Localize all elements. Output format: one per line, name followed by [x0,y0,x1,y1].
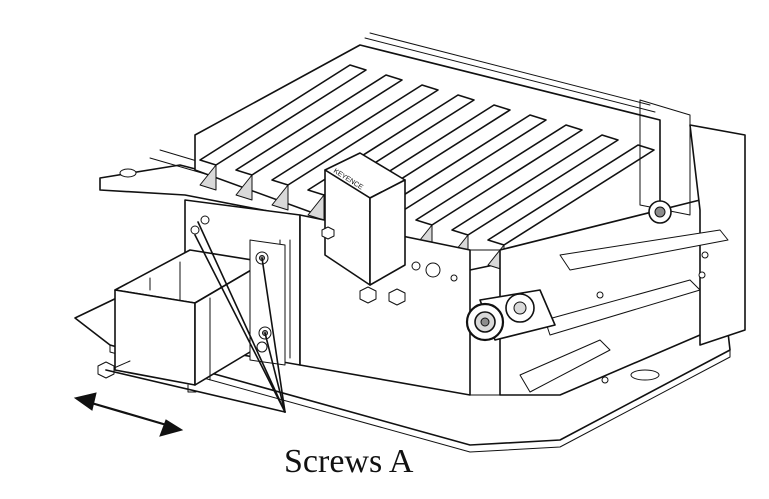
slot-divider [271,84,439,186]
hex-nuts [321,226,406,306]
slot-dividers [199,64,655,271]
slot-divider [235,74,403,176]
slot-divider [487,144,655,246]
slot-divider-face [235,174,253,201]
slot-divider [199,64,367,166]
right-side-assembly [499,99,746,396]
stepper-motor [114,215,286,393]
roller-pulley [465,289,556,342]
slot-divider-face [199,164,217,191]
double-headed-arrow-icon [73,392,184,437]
callout-leader-lines [105,221,286,413]
slot-divider-face [271,184,289,211]
slot-divider [451,134,619,236]
screws-a-label: Screws A [284,443,414,480]
slot-divider [415,124,583,226]
keyence-sensor-housing: KEYENCE [324,152,406,286]
